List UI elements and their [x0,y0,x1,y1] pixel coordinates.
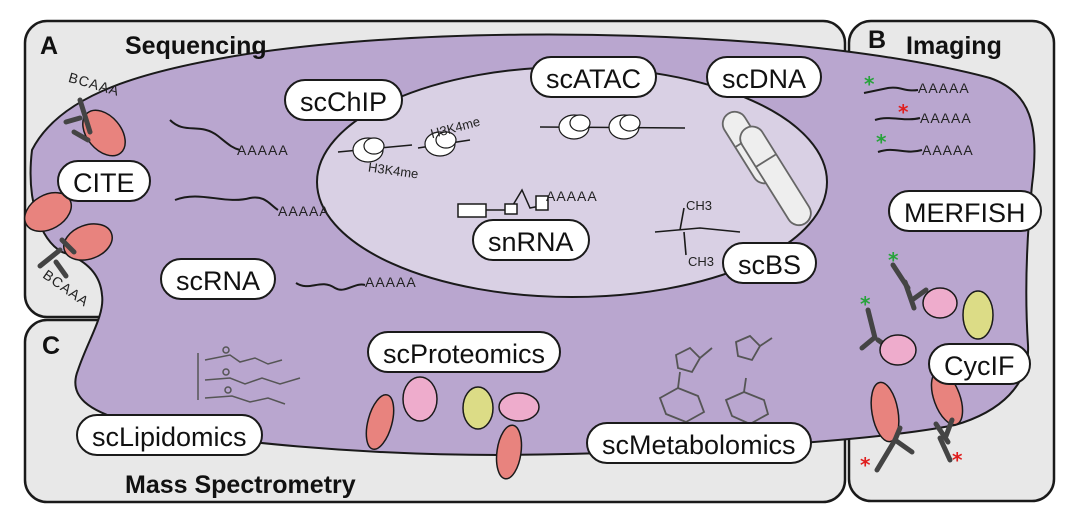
star-icon: * [864,72,875,96]
method-label-scdna: scDNA [706,56,823,98]
lipid-icon [197,346,301,405]
rna-strand [169,119,366,291]
polya-3: AAAAA [365,274,417,290]
method-label-cite: CITE [57,160,151,202]
method-label-scrna: scRNA [160,258,277,300]
methyl-group-1: CH3 [686,198,713,213]
panel-b-tag: B [868,26,887,54]
metabolite-icon [658,334,773,426]
protein-pink [402,287,958,422]
star-icon: * [888,248,899,272]
panel-a-title: Sequencing [125,32,267,60]
star-icon: * [876,130,887,154]
protein-yellow [462,290,994,430]
snrna-schematic [457,188,549,218]
method-label-cycif: CycIF [928,343,1031,385]
nucleosome-icon [337,114,686,163]
method-label-scproteomics: scProteomics [367,331,562,373]
method-label-scatac: scATAC [530,56,658,98]
method-label-sclipidomics: scLipidomics [76,414,263,456]
polya-2: AAAAA [278,203,330,219]
star-icon: * [952,448,963,472]
star-icon: * [860,453,871,477]
method-label-scmetabolomics: scMetabolomics [586,422,812,464]
polya-7: AAAAA [922,142,974,158]
polya-4: AAAAA [546,188,598,204]
panel-a-tag: A [40,32,59,60]
merfish-probe [863,86,923,153]
panel-b-title: Imaging [906,32,1002,60]
panel-c-tag: C [42,332,61,360]
method-label-snrna: snRNA [472,219,590,261]
star-icon: * [860,292,871,316]
antibody-icon [37,97,955,473]
methyl-group-2: CH3 [688,254,715,269]
panel-c-title: Mass Spectrometry [125,471,356,499]
polya-6: AAAAA [920,110,972,126]
polya-1: AAAAA [237,142,289,158]
methyl-structure [654,207,741,256]
chromosome-icon [721,110,812,227]
method-label-scchip: scChIP [284,79,404,121]
method-label-merfish: MERFISH [888,190,1042,232]
method-label-scbs: scBS [722,242,818,284]
polya-5: AAAAA [918,80,970,96]
star-icon: * [898,100,909,124]
